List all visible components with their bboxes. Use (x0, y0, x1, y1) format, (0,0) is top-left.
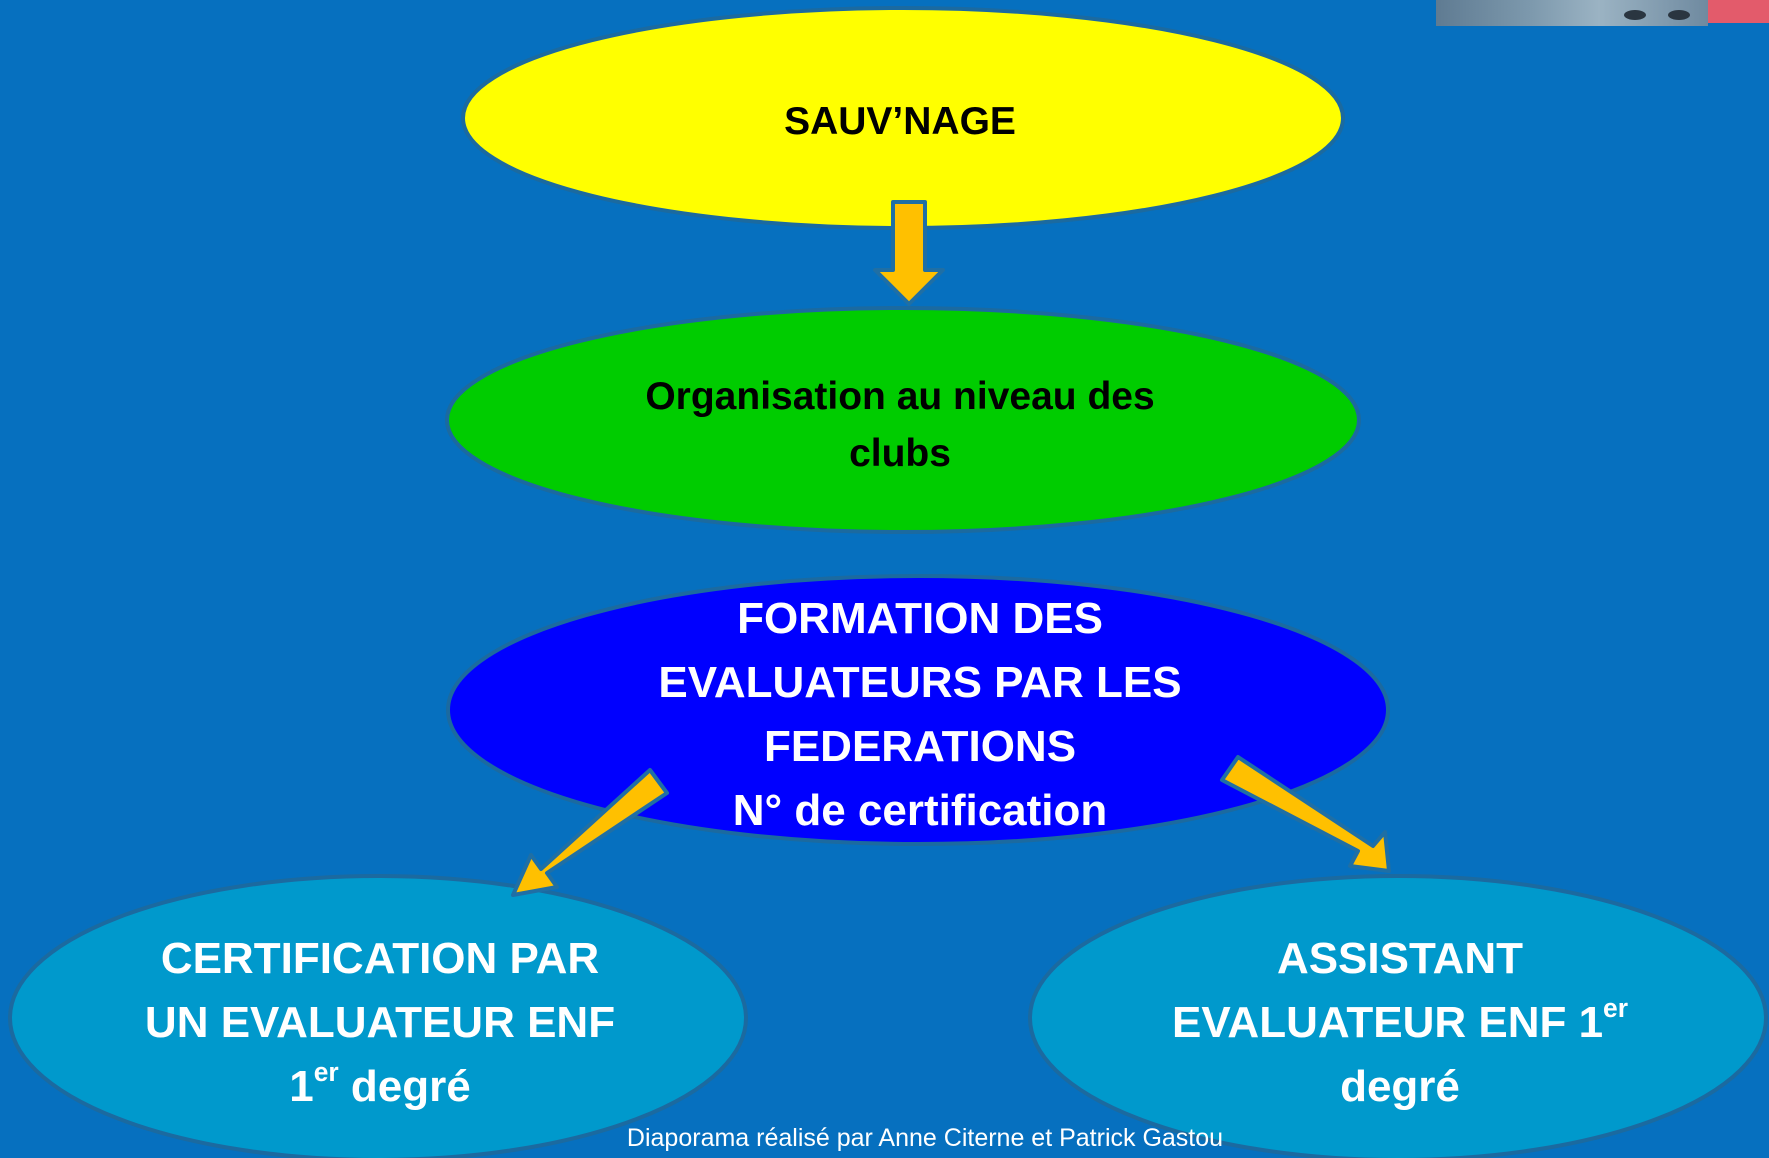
assistant-line-2: EVALUATEUR ENF 1er (1172, 991, 1628, 1055)
red-corner-accent (1708, 0, 1769, 23)
assistant-label: ASSISTANT EVALUATEUR ENF 1er degré (1080, 925, 1720, 1120)
certification-line-1: CERTIFICATION PAR (160, 933, 600, 983)
assistant-degree-suffix: er (1603, 992, 1628, 1023)
certification-label: CERTIFICATION PAR UN EVALUATEUR ENF 1er … (60, 925, 700, 1120)
certification-line-2: UN EVALUATEUR ENF (144, 997, 616, 1047)
certification-degree-number: 1 (289, 1061, 314, 1111)
sauvnage-text: SAUV’NAGE (784, 100, 1016, 143)
certification-line-3: 1er degré (145, 1055, 615, 1119)
organisation-ellipse (445, 306, 1361, 534)
formation-label: FORMATION DES EVALUATEURS PAR LES FEDERA… (560, 585, 1280, 845)
swimmer-icon (1624, 10, 1646, 20)
assistant-line-3: degré (1340, 1061, 1460, 1111)
certification-ellipse (8, 874, 748, 1158)
sauvnage-label: SAUV’NAGE (520, 90, 1280, 154)
arrow-right-down-icon (1220, 755, 1391, 873)
arrow-down-icon (873, 200, 945, 306)
formation-ellipse (446, 574, 1390, 846)
assistant-ellipse (1028, 874, 1768, 1158)
footer-credit: Diaporama réalisé par Anne Citerne et Pa… (626, 1124, 1224, 1152)
organisation-text: Organisation au niveau des clubs (645, 375, 1155, 475)
swimmer-icon (1668, 10, 1690, 20)
organisation-label: Organisation au niveau des clubs (560, 365, 1240, 485)
arrow-left-down-icon (511, 768, 669, 897)
swimming-photo-thumbnail (1436, 0, 1708, 26)
certification-degree-word: degré (338, 1061, 471, 1111)
assistant-evaluateur-text: EVALUATEUR ENF 1 (1171, 997, 1604, 1047)
formation-text: FORMATION DES EVALUATEURS PAR LES FEDERA… (658, 594, 1182, 835)
assistant-line-1: ASSISTANT (1276, 933, 1524, 983)
certification-degree-suffix: er (313, 1056, 339, 1087)
